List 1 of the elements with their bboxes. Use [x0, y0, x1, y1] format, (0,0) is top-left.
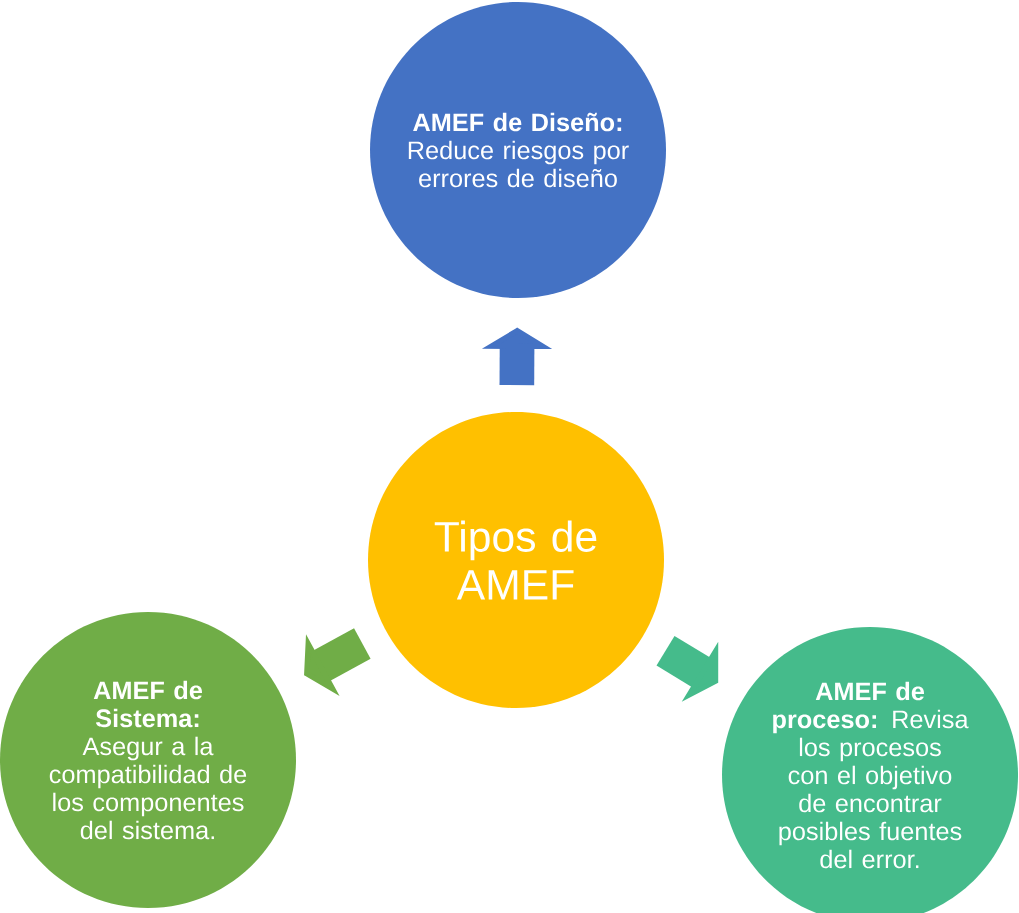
block-arrow — [304, 628, 371, 696]
